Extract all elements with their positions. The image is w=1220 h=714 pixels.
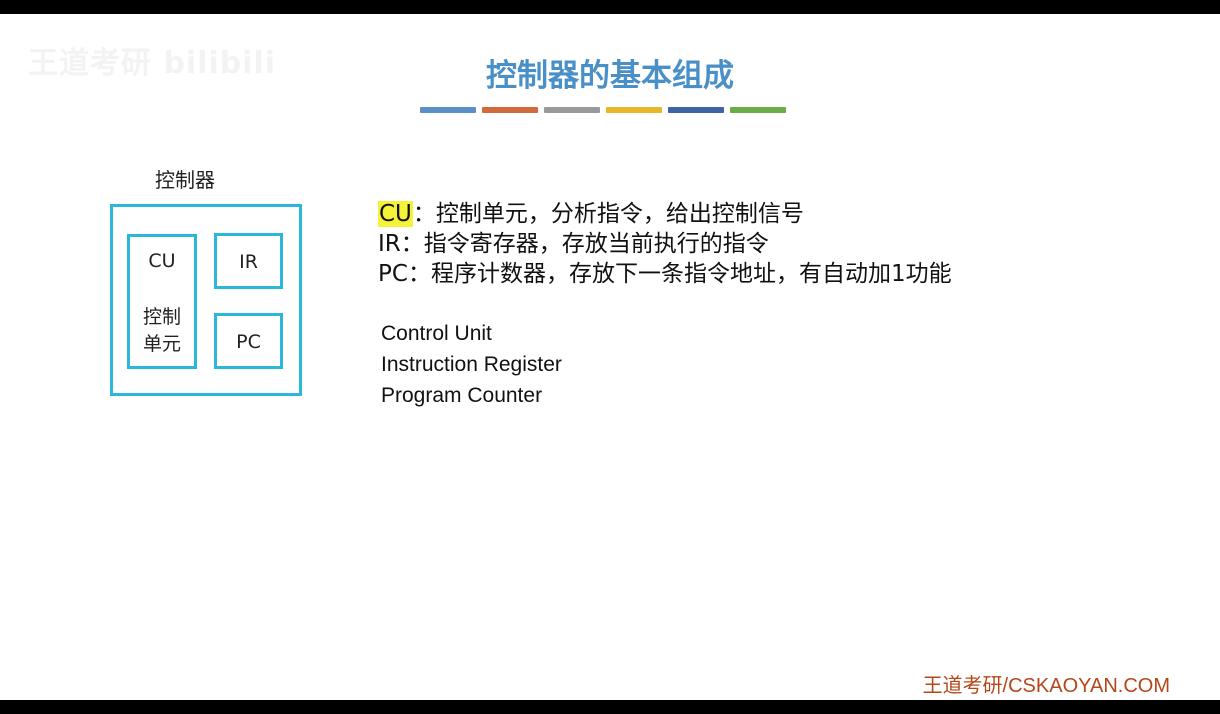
cu-box-full-line2: 单元 (142, 333, 181, 355)
pc-box (214, 313, 283, 369)
footer-brand: 王道考研/CSKAOYAN.COM (922, 675, 1170, 697)
english-name-pc: Program Counter (381, 384, 543, 407)
definition-ir: IR：指令寄存器，存放当前执行的指令 (378, 229, 952, 259)
definition-abbr-pc: PC (378, 261, 408, 287)
color-bar-5 (668, 107, 724, 113)
definition-abbr-ir: IR (378, 231, 401, 257)
definition-list: CU：控制单元，分析指令，给出控制信号 IR：指令寄存器，存放当前执行的指令 P… (378, 199, 952, 289)
english-name-cu: Control Unit (381, 322, 492, 345)
color-bar-3 (544, 107, 600, 113)
definition-pc: PC：程序计数器，存放下一条指令地址，有自动加1功能 (378, 259, 952, 289)
controller-box (110, 204, 302, 396)
bilibili-watermark: 王道考研 bilibili (28, 46, 277, 81)
pc-box-abbr: PC (236, 331, 261, 353)
cu-box (127, 234, 197, 369)
page-title: 控制器的基本组成 (486, 58, 734, 94)
ir-box (214, 233, 283, 289)
color-bar-1 (420, 107, 476, 113)
ir-box-abbr: IR (239, 251, 258, 273)
color-bar-4 (606, 107, 662, 113)
cu-box-abbr: CU (148, 250, 176, 272)
color-bar-2 (482, 107, 538, 113)
title-color-bars (420, 107, 786, 113)
cu-box-full-name: 控制 单元 (127, 304, 197, 358)
color-bar-6 (730, 107, 786, 113)
definition-cu: CU：控制单元，分析指令，给出控制信号 (378, 199, 952, 229)
definition-text-cu: ：控制单元，分析指令，给出控制信号 (412, 201, 804, 227)
slide (0, 14, 1220, 700)
definition-text-pc: ：程序计数器，存放下一条指令地址，有自动加1功能 (407, 261, 952, 287)
english-name-ir: Instruction Register (381, 353, 562, 376)
controller-diagram-label: 控制器 (155, 168, 215, 192)
cu-box-full-line1: 控制 (142, 306, 181, 328)
english-names-list: Control Unit Instruction Register Progra… (381, 318, 562, 411)
definition-text-ir: ：指令寄存器，存放当前执行的指令 (400, 231, 769, 257)
definition-abbr-cu-highlighted: CU (378, 201, 413, 227)
